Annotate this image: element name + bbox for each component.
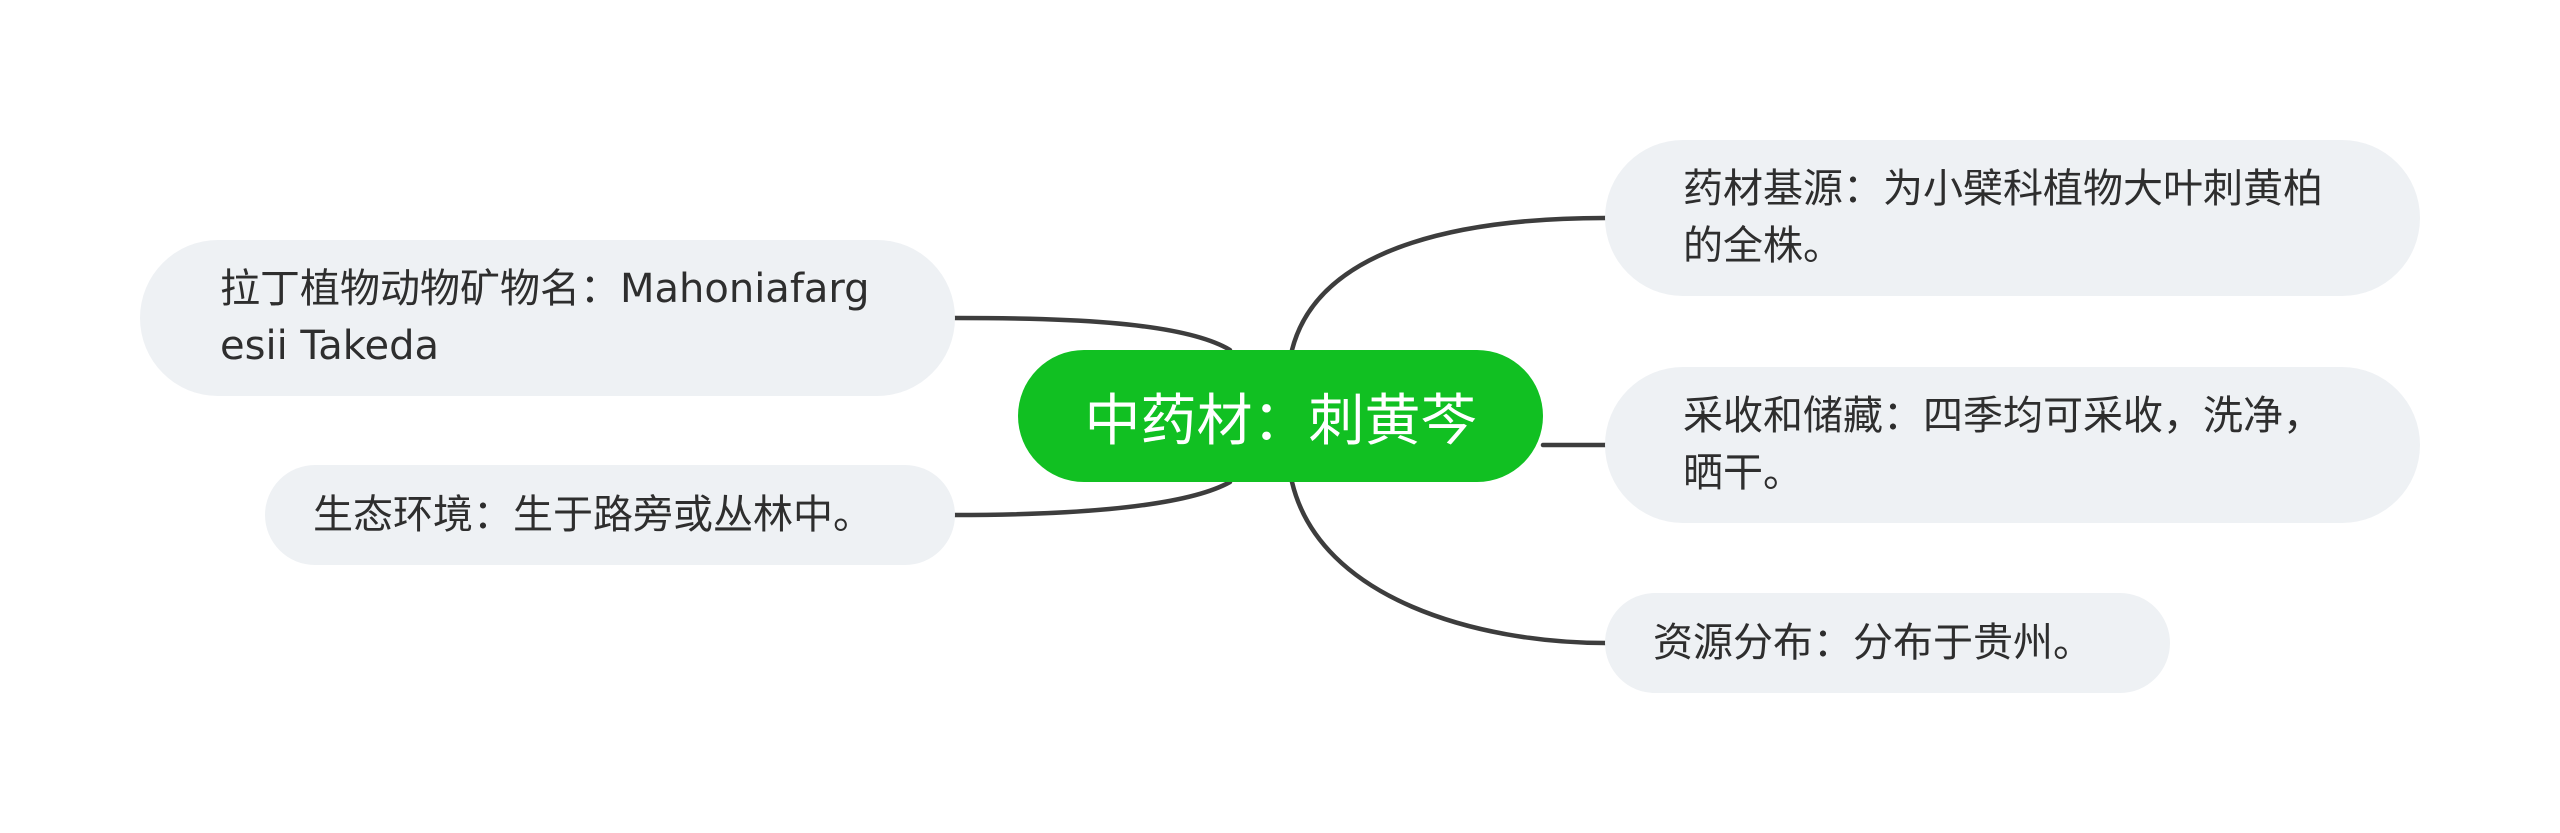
connector-root-to-source: [1289, 215, 1608, 353]
topic-latin-name-label: 拉丁植物动物矿物名：Mahoniafargesii Takeda: [220, 266, 870, 369]
root-topic-label: 中药材：刺黄芩: [1084, 388, 1477, 454]
root-topic[interactable]: 中药材：刺黄芩: [1018, 350, 1543, 482]
connector-root-to-habitat: [952, 479, 1233, 518]
connector-root-to-distribution: [1289, 479, 1608, 646]
topic-distribution[interactable]: 资源分布：分布于贵州。: [1605, 593, 2170, 693]
topic-distribution-label: 资源分布：分布于贵州。: [1653, 619, 2093, 666]
topic-source-label: 药材基源：为小檗科植物大叶刺黄柏的全株。: [1683, 166, 2323, 269]
topic-latin-name[interactable]: 拉丁植物动物矿物名：Mahoniafargesii Takeda: [140, 240, 955, 396]
topic-habitat[interactable]: 生态环境：生于路旁或丛林中。: [265, 465, 955, 565]
connector-root-to-latin-name: [952, 315, 1233, 353]
topic-habitat-label: 生态环境：生于路旁或丛林中。: [313, 491, 873, 538]
topic-harvest-storage[interactable]: 采收和储藏：四季均可采收，洗净，晒干。: [1605, 367, 2420, 523]
topic-source[interactable]: 药材基源：为小檗科植物大叶刺黄柏的全株。: [1605, 140, 2420, 296]
topic-harvest-storage-label: 采收和储藏：四季均可采收，洗净，晒干。: [1683, 393, 2323, 496]
